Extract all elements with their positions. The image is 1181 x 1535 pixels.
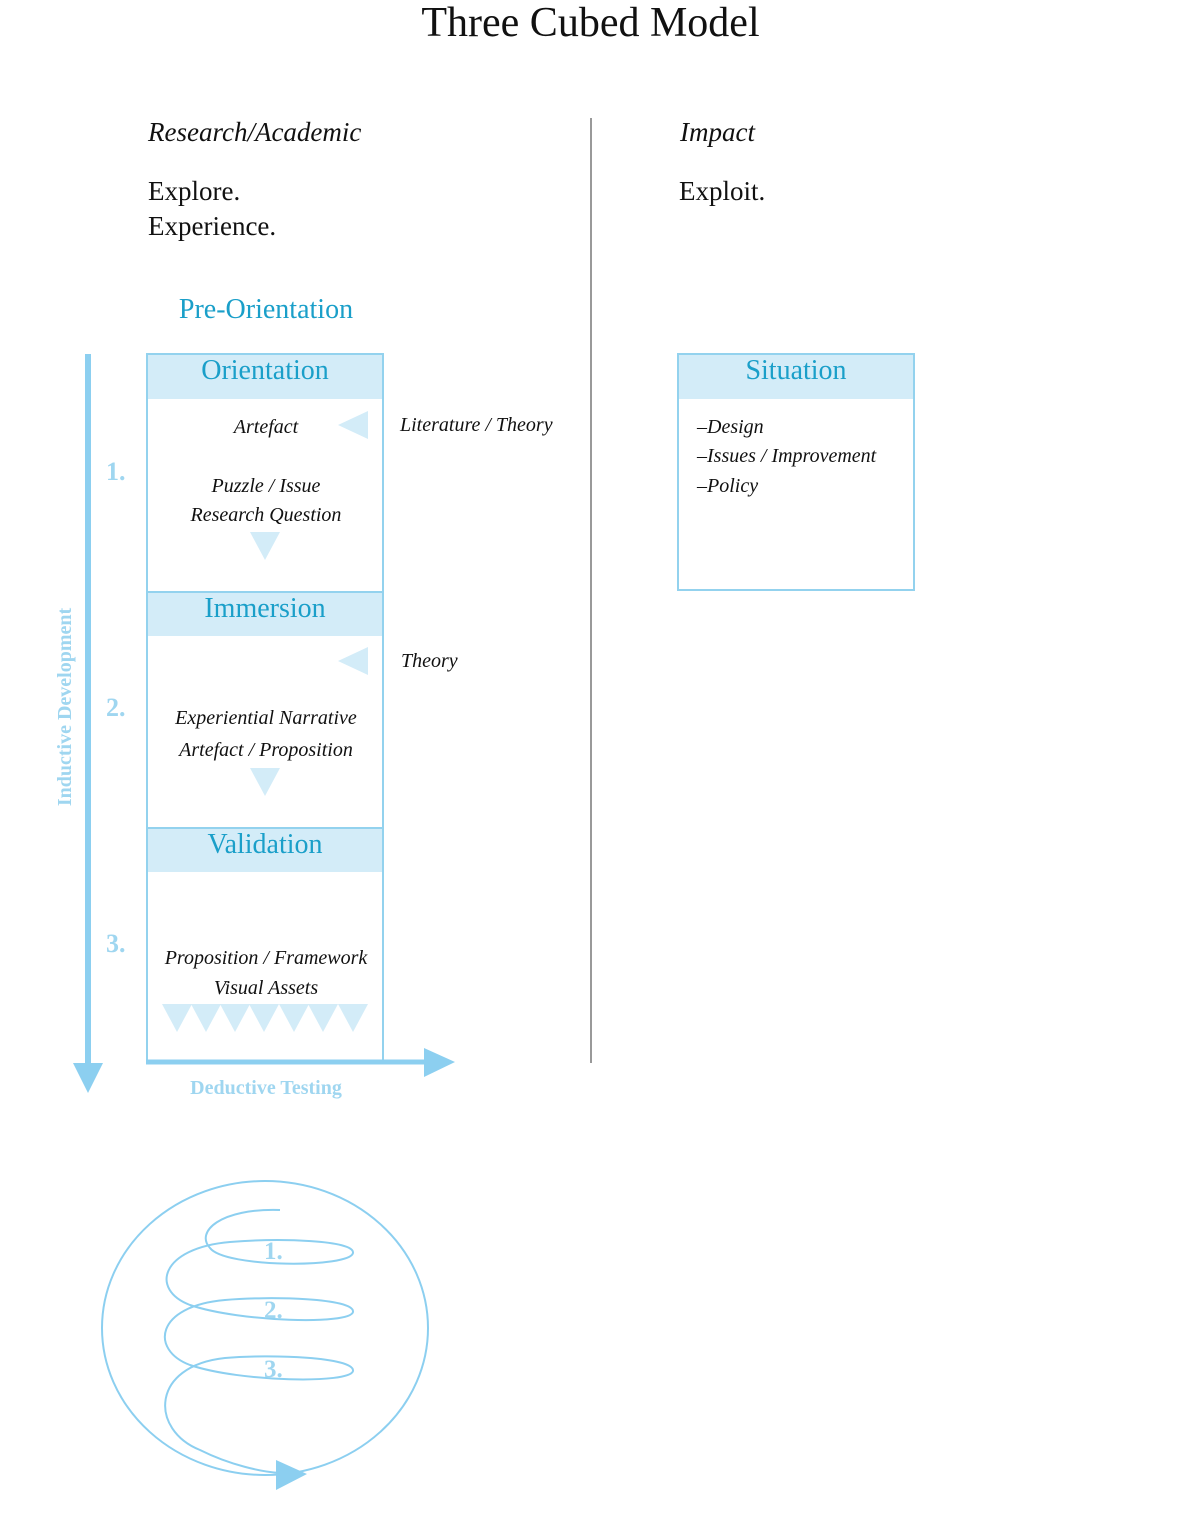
situation-box: Situation –Design –Issues / Improvement … — [677, 353, 915, 591]
research-academic-heading: Research/Academic — [148, 117, 362, 147]
stage-2-experiential-narrative: Experiential Narrative — [175, 707, 357, 729]
stage-number-2: 2. — [106, 693, 126, 722]
stage-1-puzzle-issue: Puzzle / Issue — [211, 475, 321, 497]
stages-column: Orientation Immersion Validation Artefac… — [146, 353, 384, 1063]
column-divider — [590, 118, 592, 1063]
input-arrow-theory — [338, 647, 368, 675]
stage-3-proposition-framework: Proposition / Framework — [164, 947, 368, 969]
experience-text: Experience. — [148, 211, 277, 241]
spiral-label-1: 1. — [264, 1238, 283, 1265]
output-arrow-1 — [162, 1004, 192, 1032]
output-arrow-5 — [279, 1004, 309, 1032]
spiral-outer-circle — [101, 1180, 429, 1476]
orientation-header: Orientation — [148, 355, 382, 399]
stage-1-artefact: Artefact — [233, 416, 299, 438]
explore-text: Explore. — [148, 176, 241, 206]
stage-number-1: 1. — [106, 457, 126, 486]
diagram-title: Three Cubed Model — [421, 0, 760, 46]
down-arrow-stage-2 — [250, 768, 280, 796]
immersion-header: Immersion — [148, 591, 382, 636]
output-arrow-4 — [249, 1004, 279, 1032]
exploit-text: Exploit. — [679, 176, 766, 206]
output-arrow-6 — [308, 1004, 338, 1032]
situation-item-design: –Design — [697, 416, 764, 438]
validation-header: Validation — [148, 827, 382, 872]
spiral-arrowhead — [276, 1460, 307, 1490]
theory-input: Theory — [401, 650, 458, 672]
pre-orientation-label: Pre-Orientation — [178, 294, 354, 325]
inductive-axis-arrowhead — [73, 1063, 103, 1093]
situation-item-policy: –Policy — [697, 475, 759, 497]
output-arrow-7 — [338, 1004, 368, 1032]
situation-header: Situation — [679, 355, 913, 399]
deductive-axis-arrowhead — [424, 1048, 455, 1077]
impact-heading: Impact — [680, 117, 755, 147]
stage-2-artefact-proposition: Artefact / Proposition — [179, 739, 353, 761]
literature-theory-input: Literature / Theory — [400, 414, 553, 436]
spiral-label-3: 3. — [264, 1356, 283, 1383]
situation-item-issues: –Issues / Improvement — [697, 445, 877, 467]
output-arrow-2 — [191, 1004, 221, 1032]
spiral-label-2: 2. — [264, 1297, 283, 1324]
deductive-testing-label: Deductive Testing — [190, 1077, 342, 1099]
spiral-coil — [163, 1208, 354, 1474]
output-arrow-3 — [220, 1004, 250, 1032]
stage-3-visual-assets: Visual Assets — [213, 977, 319, 999]
stage-number-3: 3. — [106, 929, 126, 958]
stage-1-research-question: Research Question — [190, 504, 342, 526]
input-arrow-literature — [338, 411, 368, 439]
down-arrow-stage-1 — [250, 532, 280, 560]
